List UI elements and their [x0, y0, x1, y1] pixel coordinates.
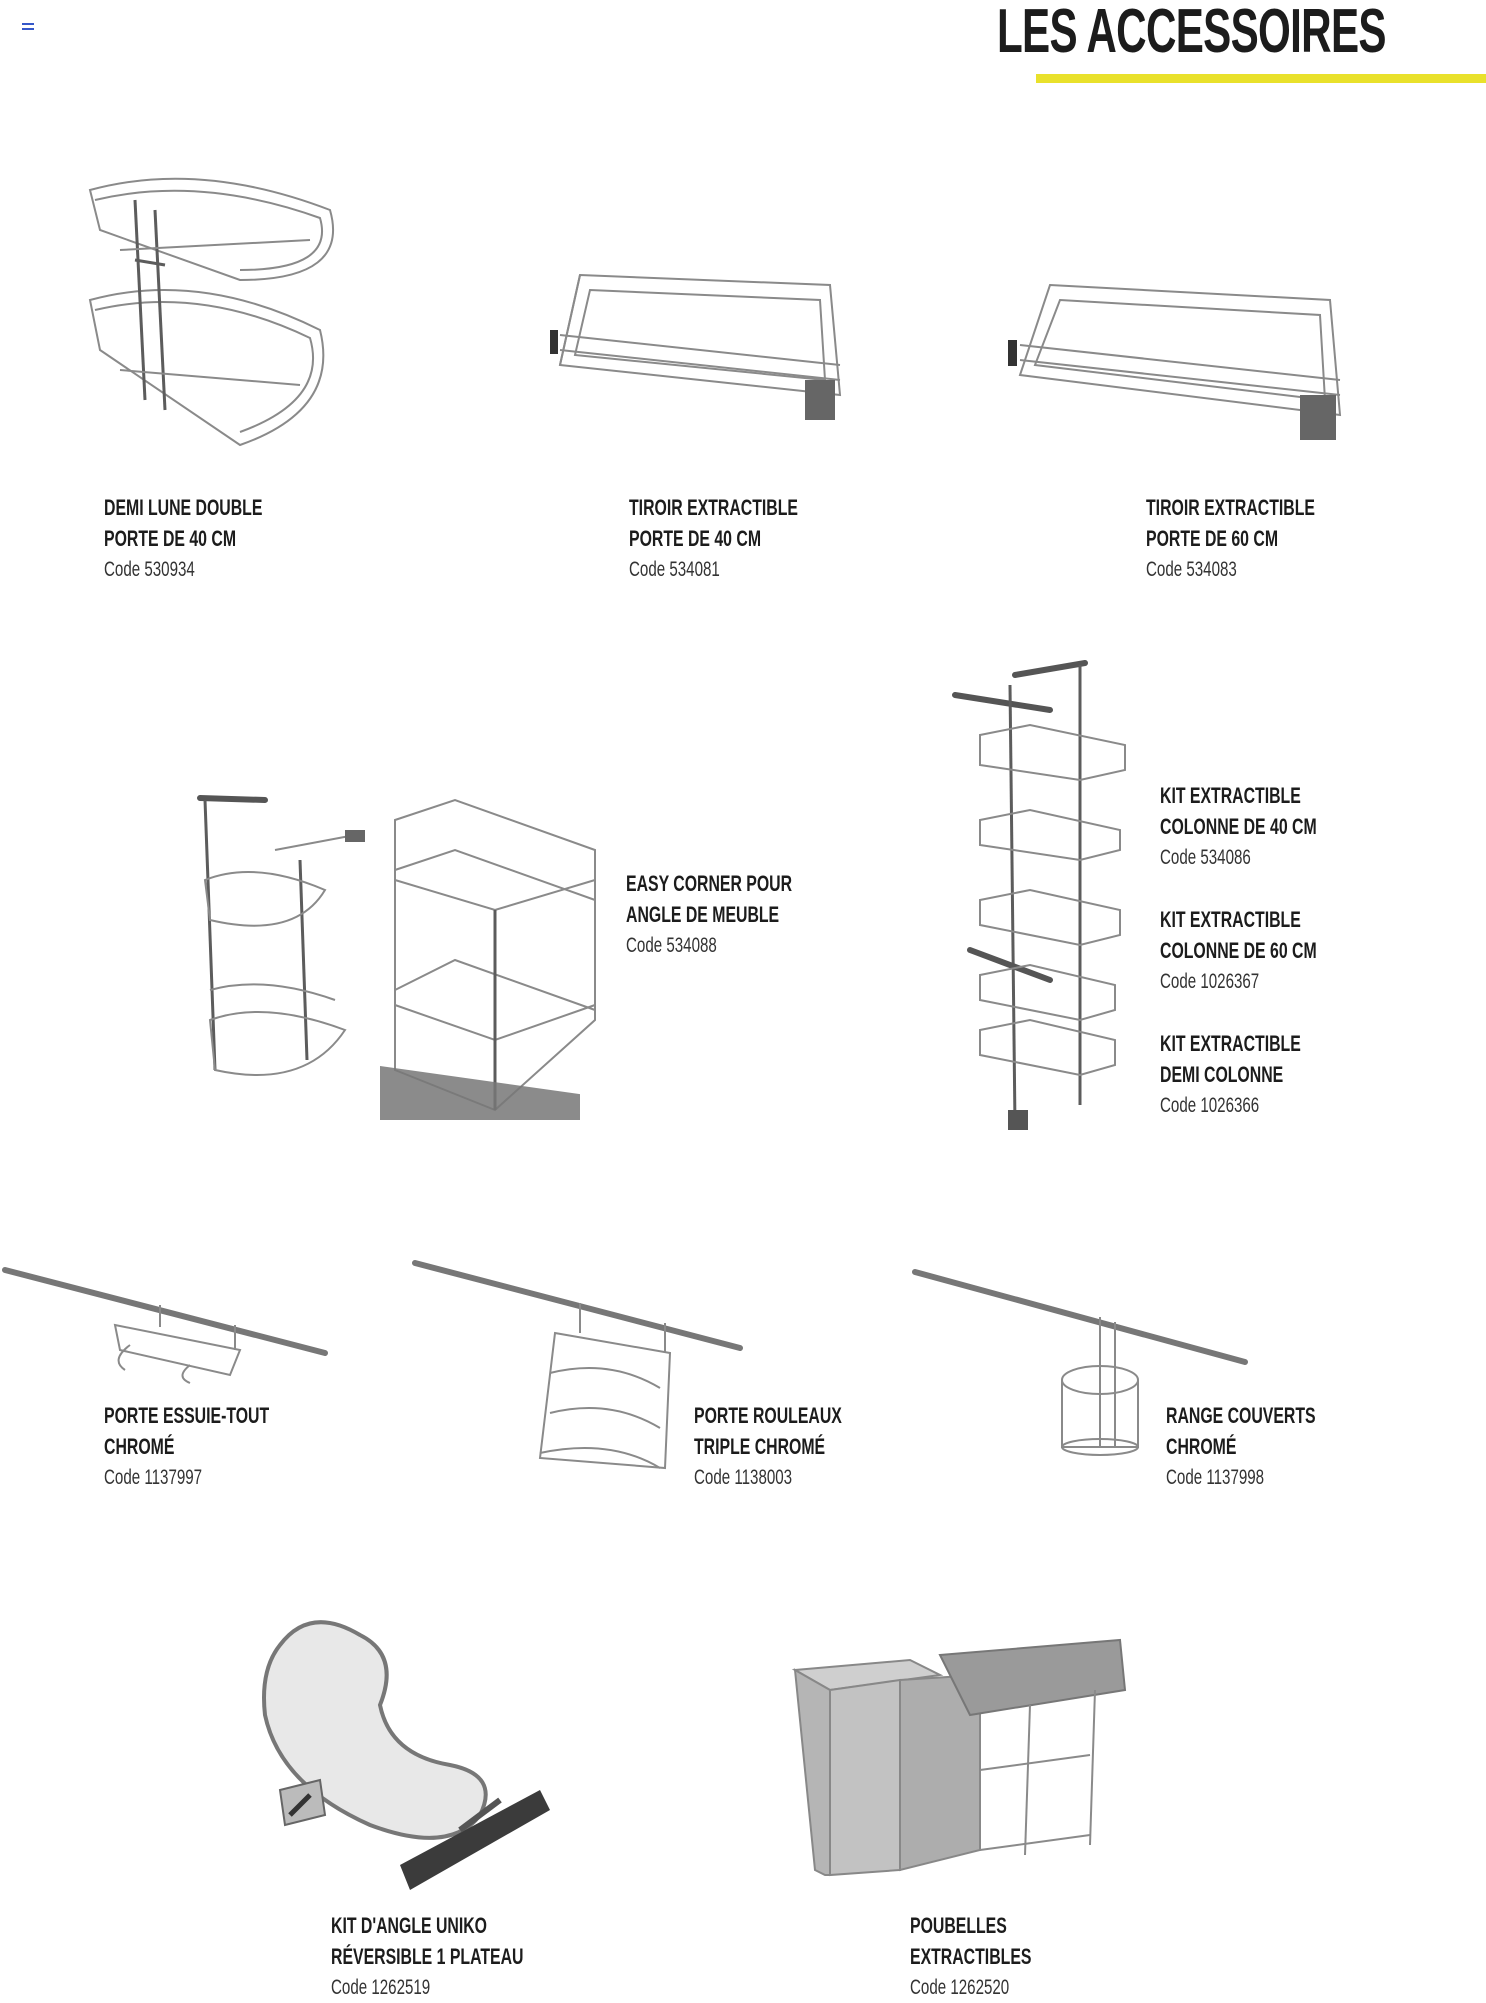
product-name: KIT EXTRACTIBLE — [1160, 907, 1301, 932]
product-code: Code 1137997 — [104, 1466, 203, 1489]
product-label-1026366: KIT EXTRACTIBLE DEMI COLONNE Code 102636… — [1160, 1028, 1301, 1121]
product-code: Code 1262519 — [331, 1976, 431, 1999]
product-name: KIT EXTRACTIBLE — [1160, 783, 1301, 808]
product-subname: RÉVERSIBLE 1 PLATEAU — [331, 1944, 524, 1969]
easy-corner-image — [197, 795, 596, 1120]
product-label-534083: TIROIR EXTRACTIBLE PORTE DE 60 CM Code 5… — [1146, 492, 1315, 585]
product-label-534088: EASY CORNER POUR ANGLE DE MEUBLE Code 53… — [626, 868, 792, 961]
title-underline — [1036, 74, 1486, 83]
product-subname: CHROMÉ — [1166, 1434, 1237, 1459]
product-name: RANGE COUVERTS — [1166, 1403, 1316, 1428]
product-subname: COLONNE DE 60 CM — [1160, 938, 1317, 963]
product-code: Code 534088 — [626, 934, 717, 957]
range-couverts-image — [912, 1269, 1248, 1456]
product-subname: PORTE DE 40 CM — [629, 526, 762, 551]
product-name: KIT EXTRACTIBLE — [1160, 1031, 1301, 1056]
product-name: PORTE ESSUIE-TOUT — [104, 1403, 270, 1428]
product-code: Code 1137998 — [1166, 1466, 1265, 1489]
product-code: Code 1026367 — [1160, 970, 1260, 993]
tiroir-40-image — [550, 273, 842, 420]
product-subname: EXTRACTIBLES — [910, 1944, 1032, 1969]
product-label-534086: KIT EXTRACTIBLE COLONNE DE 40 CM Code 53… — [1160, 780, 1317, 873]
product-subname: COLONNE DE 40 CM — [1160, 814, 1317, 839]
page-title: LES ACCESSOIRES — [997, 0, 1387, 66]
product-label-1137997: PORTE ESSUIE-TOUT CHROMÉ Code 1137997 — [104, 1400, 269, 1493]
kit-angle-uniko-image — [262, 1620, 550, 1890]
product-subname: ANGLE DE MEUBLE — [626, 902, 780, 927]
porte-essuie-tout-image — [2, 1267, 328, 1384]
product-subname: PORTE DE 60 CM — [1146, 526, 1279, 551]
product-name: PORTE ROULEAUX — [694, 1403, 842, 1428]
product-label-534081: TIROIR EXTRACTIBLE PORTE DE 40 CM Code 5… — [629, 492, 798, 585]
product-code: Code 534086 — [1160, 846, 1251, 869]
demi-lune-double-image — [88, 177, 335, 447]
product-name: KIT D'ANGLE UNIKO — [331, 1913, 488, 1938]
product-name: TIROIR EXTRACTIBLE — [629, 495, 798, 520]
product-subname: DEMI COLONNE — [1160, 1062, 1284, 1087]
product-name: POUBELLES — [910, 1913, 1007, 1938]
product-label-530934: DEMI LUNE DOUBLE PORTE DE 40 CM Code 530… — [104, 492, 262, 585]
product-name: EASY CORNER POUR — [626, 871, 793, 896]
product-code: Code 1262520 — [910, 1976, 1010, 1999]
product-label-1262519: KIT D'ANGLE UNIKO RÉVERSIBLE 1 PLATEAU C… — [331, 1910, 523, 2003]
product-label-1138003: PORTE ROULEAUX TRIPLE CHROMÉ Code 113800… — [694, 1400, 842, 1493]
product-code: Code 534083 — [1146, 558, 1237, 581]
tiroir-60-image — [1008, 283, 1342, 440]
product-subname: PORTE DE 40 CM — [104, 526, 237, 551]
porte-rouleaux-image — [412, 1260, 743, 1470]
product-code: Code 534081 — [629, 558, 720, 581]
product-code: Code 1138003 — [694, 1466, 793, 1489]
product-name: TIROIR EXTRACTIBLE — [1146, 495, 1315, 520]
product-label-1026367: KIT EXTRACTIBLE COLONNE DE 60 CM Code 10… — [1160, 904, 1317, 997]
poubelles-extractibles-image — [791, 1638, 1127, 1877]
product-code: Code 1026366 — [1160, 1094, 1260, 1117]
kit-colonne-image — [952, 660, 1126, 1130]
product-name: DEMI LUNE DOUBLE — [104, 495, 263, 520]
product-label-1262520: POUBELLES EXTRACTIBLES Code 1262520 — [910, 1910, 1031, 2003]
product-subname: TRIPLE CHROMÉ — [694, 1434, 826, 1459]
product-code: Code 530934 — [104, 558, 195, 581]
product-label-1137998: RANGE COUVERTS CHROMÉ Code 1137998 — [1166, 1400, 1316, 1493]
menu-icon[interactable] — [22, 20, 34, 32]
product-subname: CHROMÉ — [104, 1434, 175, 1459]
